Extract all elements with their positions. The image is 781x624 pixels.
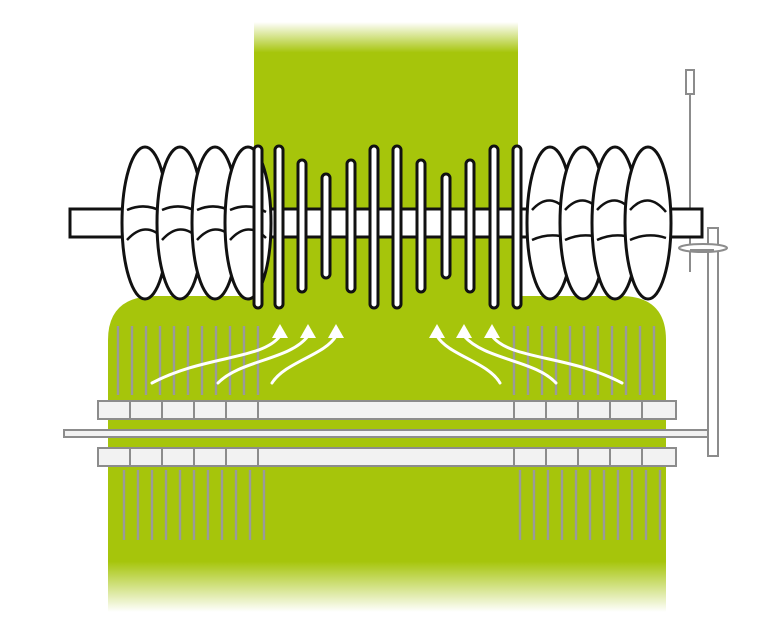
- feed-rotor-icon: [68, 144, 704, 310]
- crop-flow-arrowhead: [300, 324, 316, 338]
- rotor-disc: [296, 158, 308, 294]
- rotor-disc: [391, 144, 403, 310]
- rotor-disc: [273, 144, 285, 310]
- rotor-disc: [320, 172, 332, 280]
- rotor-disc: [252, 144, 264, 310]
- auger-flight: [623, 145, 673, 301]
- rotor-disc: [488, 144, 500, 310]
- auger-flights: [120, 145, 673, 301]
- crop-flow-arrow: [435, 334, 502, 385]
- crop-flow-arrow: [270, 334, 338, 385]
- side-linkage-icon: [678, 69, 728, 457]
- crop-flow-arrowhead: [272, 324, 288, 338]
- crop-flow-arrowhead: [484, 324, 500, 338]
- crop-flow-arrow-icon: [150, 324, 624, 385]
- crop-flow-arrow: [490, 334, 624, 385]
- rotor-disc: [368, 144, 380, 310]
- rotor-discs: [252, 144, 523, 310]
- crop-flow-arrow: [150, 334, 282, 385]
- auger-flight-twist: [629, 199, 667, 242]
- rotor-disc: [415, 158, 427, 294]
- crop-flow-arrowhead: [429, 324, 445, 338]
- tine-bar-upper: [97, 400, 677, 420]
- crop-flow-arrow: [462, 334, 558, 385]
- linkage-upright: [707, 227, 719, 457]
- crop-stream: [108, 22, 666, 612]
- crop-flow-arrowhead: [328, 324, 344, 338]
- rotor-disc: [511, 144, 523, 310]
- pickup-reel-icon: [63, 400, 715, 467]
- auger-flight: [223, 145, 273, 301]
- pickup-axle: [63, 429, 715, 438]
- crop-flow-arrow: [216, 334, 310, 385]
- tine-bar-dividers: [129, 401, 643, 466]
- pickup-tines: [116, 326, 662, 540]
- tine-bar-lower: [97, 447, 677, 467]
- rotor-disc: [464, 158, 476, 294]
- linkage-top-pin: [685, 69, 695, 95]
- rotor-disc: [345, 158, 357, 294]
- rotor-disc: [440, 172, 452, 280]
- crop-flow-arrowhead: [456, 324, 472, 338]
